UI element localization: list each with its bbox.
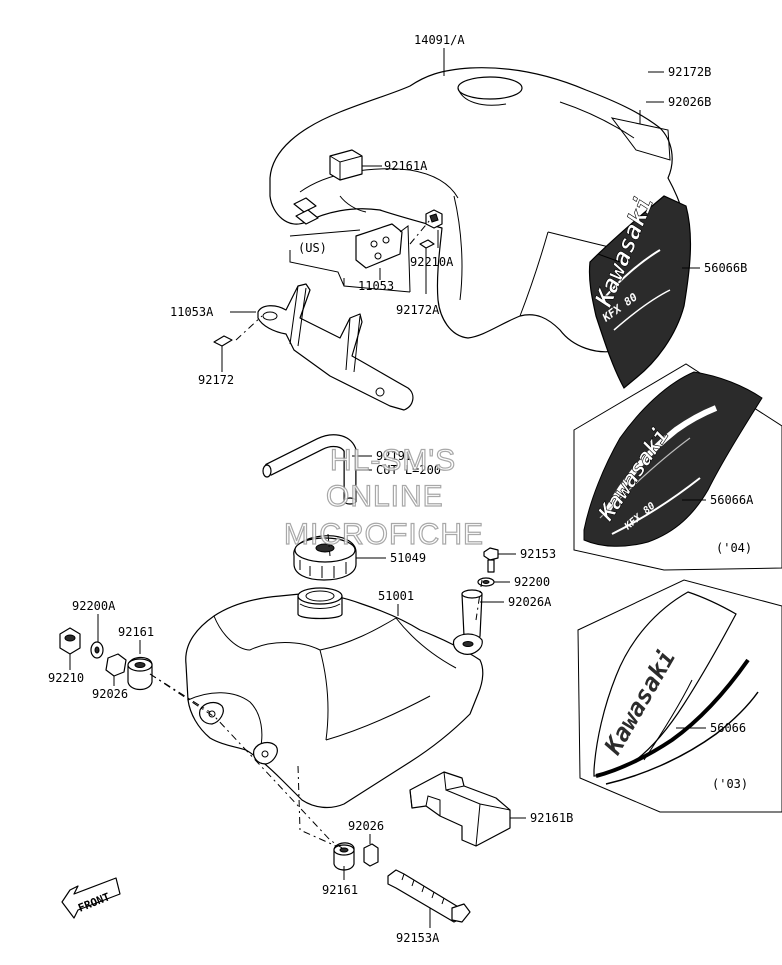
fuel-cap-shape	[293, 535, 357, 581]
label-year-03: ('03)	[712, 777, 748, 791]
label-92172a: 92172A	[396, 303, 440, 317]
us-variant-box	[289, 225, 411, 293]
label-11053a: 11053A	[170, 305, 214, 319]
label-92026a: 92026A	[508, 595, 552, 609]
watermark-line-3: MICROFICHE	[284, 518, 484, 551]
hose-92191-shape	[262, 434, 357, 505]
watermark-line-1: HL-SM'S	[330, 444, 456, 477]
label-92210: 92210	[48, 671, 84, 685]
label-92161b: 92161B	[530, 811, 573, 825]
label-us: (US)	[298, 241, 327, 255]
rubber-pieces-shape	[293, 197, 319, 225]
label-51001: 51001	[378, 589, 414, 603]
front-arrow: FRONT	[61, 877, 121, 919]
label-92172: 92172	[198, 373, 234, 387]
label-92026-left: 92026	[92, 687, 128, 701]
label-92161-left: 92161	[118, 625, 154, 639]
front-cover	[269, 67, 689, 353]
part-labels: 14091/A 92172B 92026B 92161A 56066B (US)…	[48, 33, 754, 945]
label-14091a: 14091/A	[414, 33, 465, 47]
label-92172b: 92172B	[668, 65, 711, 79]
label-92161-bottom: 92161	[322, 883, 358, 897]
nut-92210a-shape	[425, 209, 443, 229]
bottom-hardware-shapes	[333, 842, 471, 923]
watermark: HL-SM'S ONLINE MICROFICHE	[283, 443, 484, 551]
label-92161a: 92161A	[384, 159, 428, 173]
label-year-04: ('04)	[716, 541, 752, 555]
label-56066a: 56066A	[710, 493, 754, 507]
label-92153a: 92153A	[396, 931, 440, 945]
assembly-lines	[149, 219, 483, 849]
damper-92161b-shape	[409, 771, 511, 847]
label-11053: 11053	[358, 279, 394, 293]
label-56066b: 56066B	[704, 261, 747, 275]
left-hardware-shapes	[59, 627, 153, 691]
label-92026-bottom: 92026	[348, 819, 384, 833]
bolt-92172a-shape	[419, 239, 435, 264]
tank-washer-92200-shape	[477, 577, 495, 587]
fuel-tank-shape	[185, 587, 484, 809]
watermark-line-2: ONLINE	[326, 480, 444, 513]
label-92153: 92153	[520, 547, 556, 561]
label-51049: 51049	[390, 551, 426, 565]
label-92026b: 92026B	[668, 95, 711, 109]
label-92200a: 92200A	[72, 599, 116, 613]
bracket-11053a-shape	[213, 283, 414, 411]
label-56066: 56066	[710, 721, 746, 735]
us-bracket-shape	[355, 223, 403, 269]
label-cut-length: CUT L=200	[376, 463, 441, 477]
decal-56066a-panel: Kawasaki KFX 80	[573, 363, 782, 571]
label-92191: 92191	[376, 449, 412, 463]
label-92200: 92200	[514, 575, 550, 589]
leader-lines	[69, 48, 706, 928]
decal-56066-panel: Kawasaki	[577, 579, 782, 813]
damper-92161a-shape	[329, 149, 363, 181]
tank-bolt-92153-shape	[483, 547, 499, 573]
label-92210a: 92210A	[410, 255, 454, 269]
